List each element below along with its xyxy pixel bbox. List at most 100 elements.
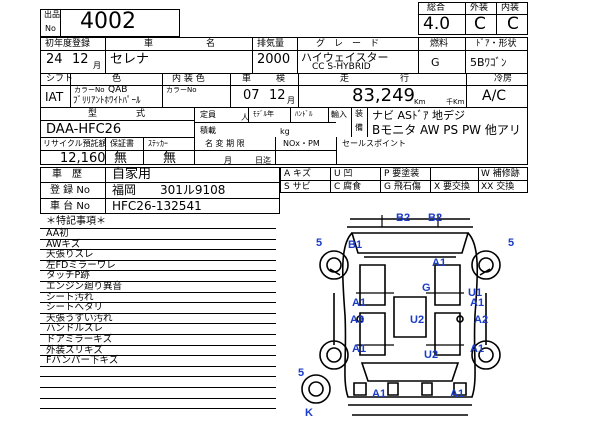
mileage-unit-1000km: 千Km bbox=[446, 98, 465, 106]
mileage-unit-km: Km bbox=[414, 98, 426, 106]
label-recycle: リサイクル預託額 bbox=[43, 139, 107, 148]
legend-a: A キズ bbox=[284, 169, 312, 179]
body-value: 5Bﾜｺﾞﾝ bbox=[470, 56, 507, 69]
legend-w: W 補修跡 bbox=[481, 169, 520, 179]
score-label-interior: 内装 bbox=[501, 3, 520, 13]
notes-rule bbox=[40, 344, 276, 346]
note-item: ドアミラーキズ bbox=[46, 334, 113, 345]
note-item: Fバンパー下キズ bbox=[46, 355, 119, 367]
mark-five-tl: 5 bbox=[316, 237, 323, 249]
notes-rule bbox=[40, 408, 276, 410]
notes-rule bbox=[40, 259, 276, 261]
notes-rule bbox=[40, 302, 276, 304]
grade-line1: ハイウェイスター bbox=[301, 51, 389, 64]
first-reg-month: 12 bbox=[72, 52, 89, 67]
label-kg: kg bbox=[280, 127, 290, 136]
lot-number: 4002 bbox=[80, 9, 136, 34]
score-label-exterior: 外装 bbox=[470, 3, 489, 13]
notes-rule bbox=[40, 323, 276, 325]
registration-table bbox=[40, 167, 280, 214]
inspection-month-unit: 月 bbox=[287, 96, 295, 105]
legend-xx: XX 交換 bbox=[481, 182, 515, 192]
color-no-value: QAB bbox=[108, 85, 128, 95]
color-no-label: カラーNo bbox=[74, 86, 105, 94]
label-mileage-2: 行 bbox=[400, 74, 410, 84]
chassis-value: HFC26-132541 bbox=[112, 199, 202, 213]
mark-b2-left: B2 bbox=[396, 212, 411, 224]
label-capacity: 定員 bbox=[200, 110, 216, 119]
label-name-change: 名 変 期 限 bbox=[205, 139, 245, 148]
notes-rule bbox=[40, 281, 276, 282]
note-item: エンジン廻り異音 bbox=[46, 281, 123, 292]
note-item: シート汚れ bbox=[46, 291, 94, 303]
recycle-value: 12,160 bbox=[60, 151, 106, 166]
label-shift: シフト bbox=[46, 74, 74, 84]
ac-value: A/C bbox=[482, 88, 507, 104]
score-overall: 4.0 bbox=[423, 14, 451, 34]
legend-u: U 凹 bbox=[334, 169, 353, 179]
notes-rule bbox=[40, 397, 276, 399]
label-warranty: 保証書 bbox=[110, 139, 134, 148]
shift-value: IAT bbox=[45, 90, 64, 104]
notes-rule bbox=[40, 228, 276, 229]
note-item: タッチP跡 bbox=[46, 270, 90, 282]
reg-no-value: 福岡 301ル9108 bbox=[112, 183, 226, 197]
label-equip-1: 装 bbox=[355, 109, 363, 118]
label-model-type-1: 型 bbox=[88, 109, 98, 119]
inspection-month: 12 bbox=[269, 88, 286, 103]
note-item: 左FDミラーワレ bbox=[46, 259, 116, 271]
mark-a3: A3 bbox=[350, 314, 365, 326]
mark-b1: B1 bbox=[348, 239, 363, 251]
mark-u2-low: U2 bbox=[424, 349, 439, 361]
sticker-value: 無 bbox=[163, 151, 177, 166]
legend-x: X 要交換 bbox=[434, 182, 471, 192]
mark-b2-right: B2 bbox=[428, 212, 443, 224]
note-item: 天張りスレ bbox=[46, 249, 94, 261]
mark-a1-top: A1 bbox=[432, 257, 447, 269]
mark-k: K bbox=[305, 407, 313, 419]
label-handle: ﾊﾝﾄﾞﾙ bbox=[295, 110, 313, 118]
name-change-month-unit: 月 bbox=[224, 156, 232, 165]
first-reg-year: 24 bbox=[46, 52, 63, 67]
score-exterior: C bbox=[474, 14, 486, 34]
note-item: シートへタリ bbox=[46, 302, 104, 314]
interior-no-label: カラーNo bbox=[166, 86, 197, 94]
model-name: セレナ bbox=[110, 52, 150, 67]
notes-rule bbox=[40, 334, 276, 335]
score-label-overall: 総合 bbox=[427, 3, 446, 13]
label-color: 色 bbox=[112, 74, 122, 84]
notes-rule bbox=[40, 249, 276, 251]
mark-u2-center: U2 bbox=[410, 314, 425, 326]
label-ac: 冷房 bbox=[494, 74, 513, 84]
label-interior-color: 内 装 色 bbox=[172, 74, 205, 84]
notes-title: ＊特記事項＊ bbox=[46, 216, 106, 227]
mark-a1-bl: A1 bbox=[352, 343, 367, 355]
notes-rule bbox=[40, 376, 276, 378]
mark-a1-u1: A1 bbox=[470, 297, 485, 309]
equipment-line1: ナビ ASﾄﾞｱ 地デジ bbox=[372, 109, 465, 122]
legend-s: S サビ bbox=[284, 182, 311, 192]
legend-p: P 要塗装 bbox=[384, 169, 420, 179]
label-equip-2: 備 bbox=[355, 123, 363, 132]
mark-a1-br: A1 bbox=[470, 343, 485, 355]
mark-a1-bottom-right: A1 bbox=[450, 388, 465, 400]
label-model-year: ﾓﾃﾞﾙ年 bbox=[253, 110, 274, 118]
model-code: DAA-HFC26 bbox=[46, 122, 122, 137]
score-interior: C bbox=[507, 14, 519, 34]
label-inspection-2: 検 bbox=[276, 74, 286, 84]
label-sales-point: セールスポイント bbox=[342, 139, 406, 148]
note-item: 天張うすい汚れ bbox=[46, 312, 113, 324]
color-name: ﾌﾞﾘﾘｱﾝﾄﾎﾜｲﾄﾊﾟｰﾙ bbox=[73, 96, 141, 106]
mark-five-bl: 5 bbox=[298, 367, 305, 379]
car-diagram bbox=[301, 215, 501, 416]
mark-a1-left: A1 bbox=[352, 297, 367, 309]
label-nox-pm: NOx・PM bbox=[283, 139, 320, 148]
label-grade: グ レ ー ド bbox=[316, 39, 380, 49]
fuel-value: G bbox=[431, 56, 440, 69]
lot-label-bottom: No bbox=[45, 24, 56, 33]
label-chassis: 車 台 No bbox=[50, 201, 90, 212]
history-value: 自家用 bbox=[112, 167, 152, 182]
label-mileage-1: 走 bbox=[340, 74, 350, 84]
notes-rule bbox=[40, 387, 276, 388]
notes-rule bbox=[40, 365, 276, 367]
